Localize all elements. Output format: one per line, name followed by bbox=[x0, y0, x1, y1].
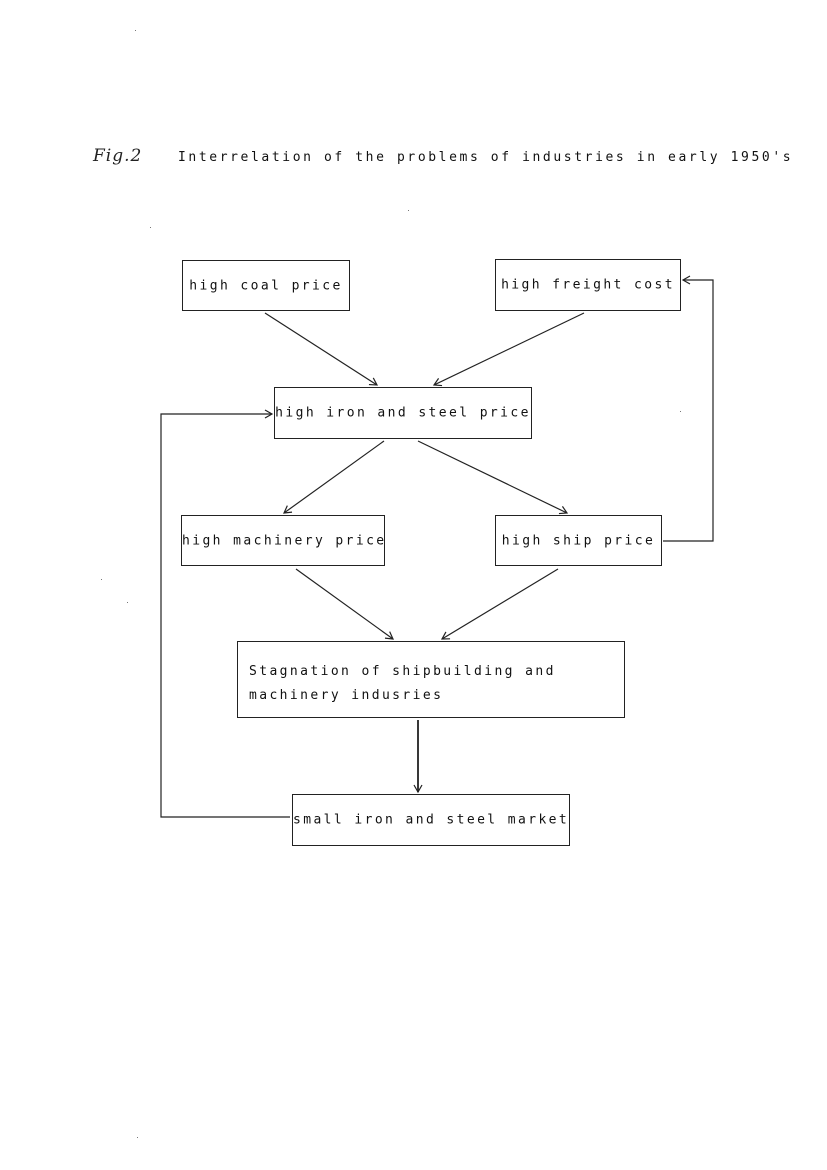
scan-speck bbox=[127, 602, 128, 603]
scan-speck bbox=[150, 227, 151, 228]
scan-speck bbox=[135, 30, 136, 31]
node-label: Stagnation of shipbuilding and machinery… bbox=[249, 664, 556, 703]
arrow-iron-to-ship bbox=[417, 440, 569, 515]
node-small-iron-and-steel-market: small iron and steel market bbox=[292, 794, 570, 846]
scan-speck bbox=[680, 411, 681, 412]
node-high-machinery-price: high machinery price bbox=[181, 515, 385, 566]
arrow-ship-to-stagnation bbox=[440, 568, 559, 640]
node-label: high coal price bbox=[189, 278, 343, 293]
figure-label: Fig.2 bbox=[93, 146, 143, 166]
scan-speck bbox=[137, 1137, 138, 1138]
arrow-market-to-iron bbox=[160, 409, 290, 818]
arrow-ship-to-freight bbox=[663, 275, 714, 542]
arrow-freight-to-iron bbox=[432, 312, 585, 387]
node-label: high freight cost bbox=[501, 277, 675, 293]
node-high-freight-cost: high freight cost bbox=[495, 259, 681, 311]
arrow-coal-to-iron bbox=[264, 312, 379, 386]
node-label: high ship price bbox=[501, 533, 656, 548]
node-stagnation-of-industries: Stagnation of shipbuilding and machinery… bbox=[237, 641, 625, 718]
node-high-iron-and-steel-price: high iron and steel price bbox=[274, 387, 532, 439]
figure-title: Interrelation of the problems of industr… bbox=[178, 150, 794, 165]
arrow-machinery-to-stagnation bbox=[295, 568, 394, 640]
node-label: high iron and steel price bbox=[275, 405, 531, 421]
node-label: high machinery price bbox=[182, 533, 387, 548]
scan-speck bbox=[101, 579, 102, 580]
node-high-ship-price: high ship price bbox=[495, 515, 662, 566]
node-high-coal-price: high coal price bbox=[182, 260, 350, 311]
scan-speck bbox=[408, 210, 409, 211]
arrow-iron-to-machinery bbox=[283, 440, 385, 514]
node-label: small iron and steel market bbox=[293, 812, 570, 828]
